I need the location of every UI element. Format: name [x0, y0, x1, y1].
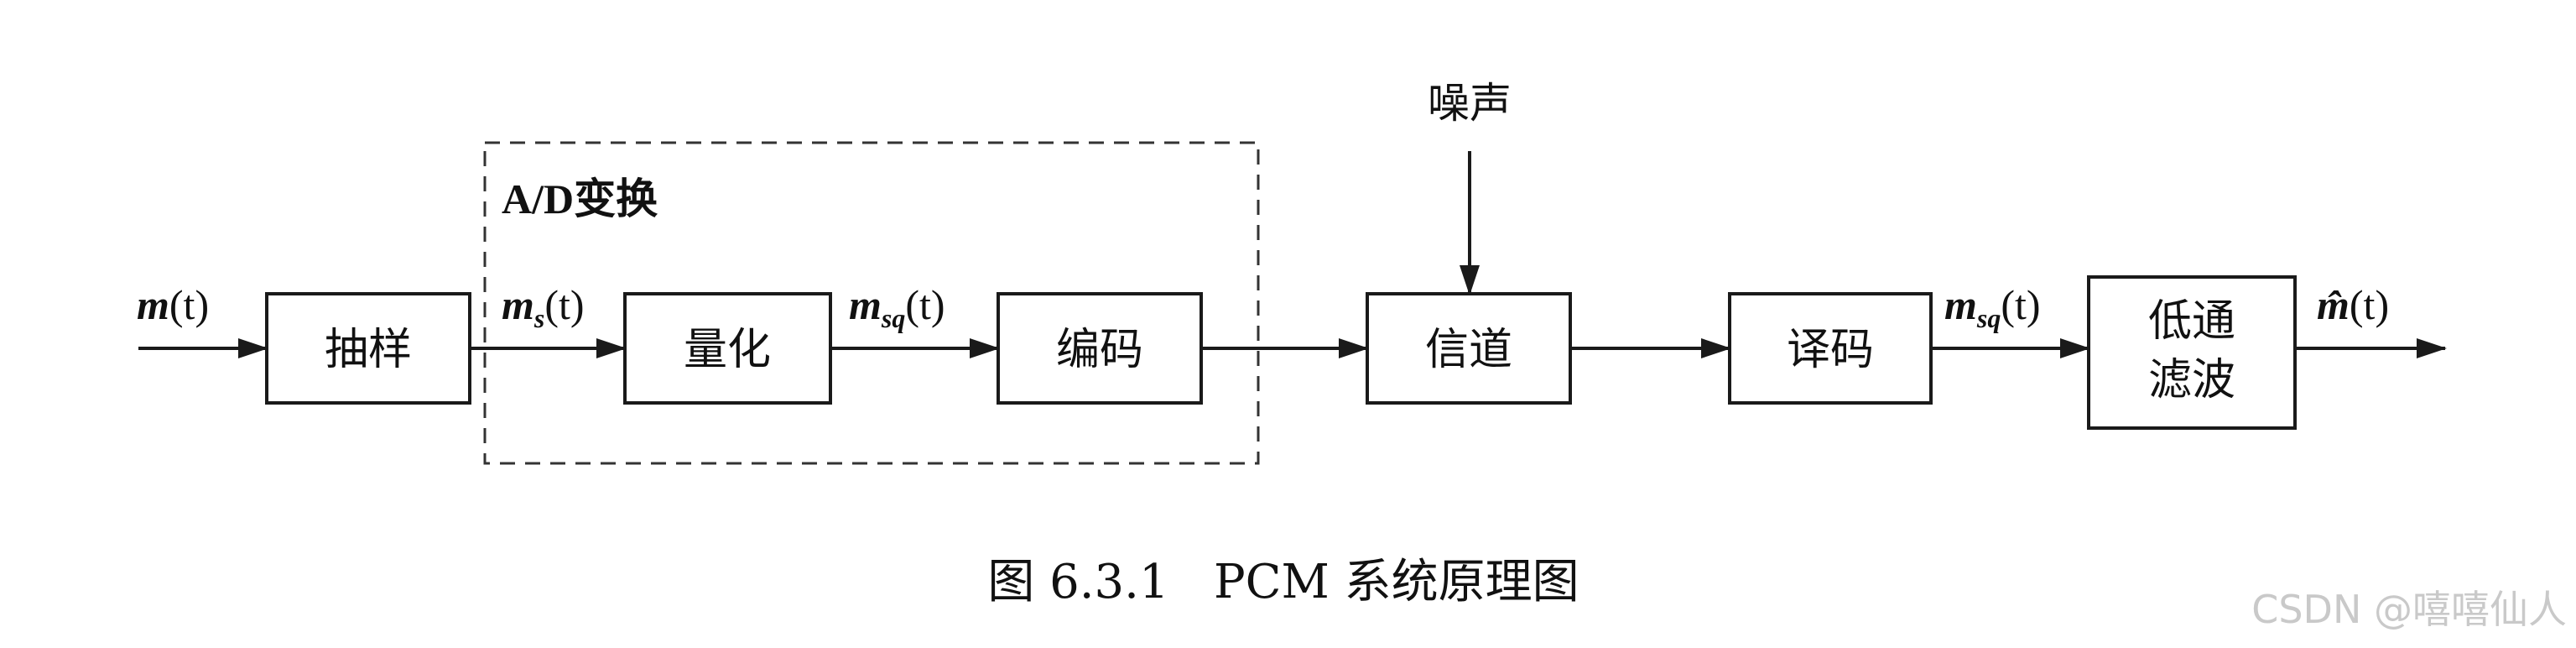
signal-decoded-label: msq(t): [1944, 281, 2041, 333]
channel-label: 信道: [1425, 325, 1512, 375]
channel-block: 信道: [1366, 292, 1572, 405]
signal-input-label: m(t): [137, 281, 209, 328]
ad-conversion-label: A/D变换: [502, 175, 658, 222]
signal-sampled-label: ms(t): [502, 281, 585, 333]
quantize-block: 量化: [623, 292, 832, 405]
decode-block: 译码: [1728, 292, 1933, 405]
figure-caption: 图 6.3.1 PCM 系统原理图: [987, 555, 1579, 609]
noise-label: 噪声: [1428, 79, 1512, 128]
sampling-label: 抽样: [325, 325, 412, 375]
encode-block: 编码: [997, 292, 1203, 405]
signal-quantized-label: msq(t): [849, 281, 945, 333]
sampling-block: 抽样: [265, 292, 471, 405]
lowpass-filter-label-line1: 低通: [2148, 296, 2235, 347]
ad-conversion-region: [483, 141, 1260, 465]
lowpass-filter-block: 低通 滤波: [2087, 275, 2297, 430]
quantize-label: 量化: [684, 325, 771, 375]
watermark: CSDN @嘻嘻仙人: [2251, 587, 2567, 632]
decode-label: 译码: [1787, 325, 1874, 375]
signal-output-label: m̂(t): [2317, 281, 2389, 328]
lowpass-filter-label-line2: 滤波: [2148, 355, 2235, 405]
encode-label: 编码: [1056, 325, 1143, 375]
